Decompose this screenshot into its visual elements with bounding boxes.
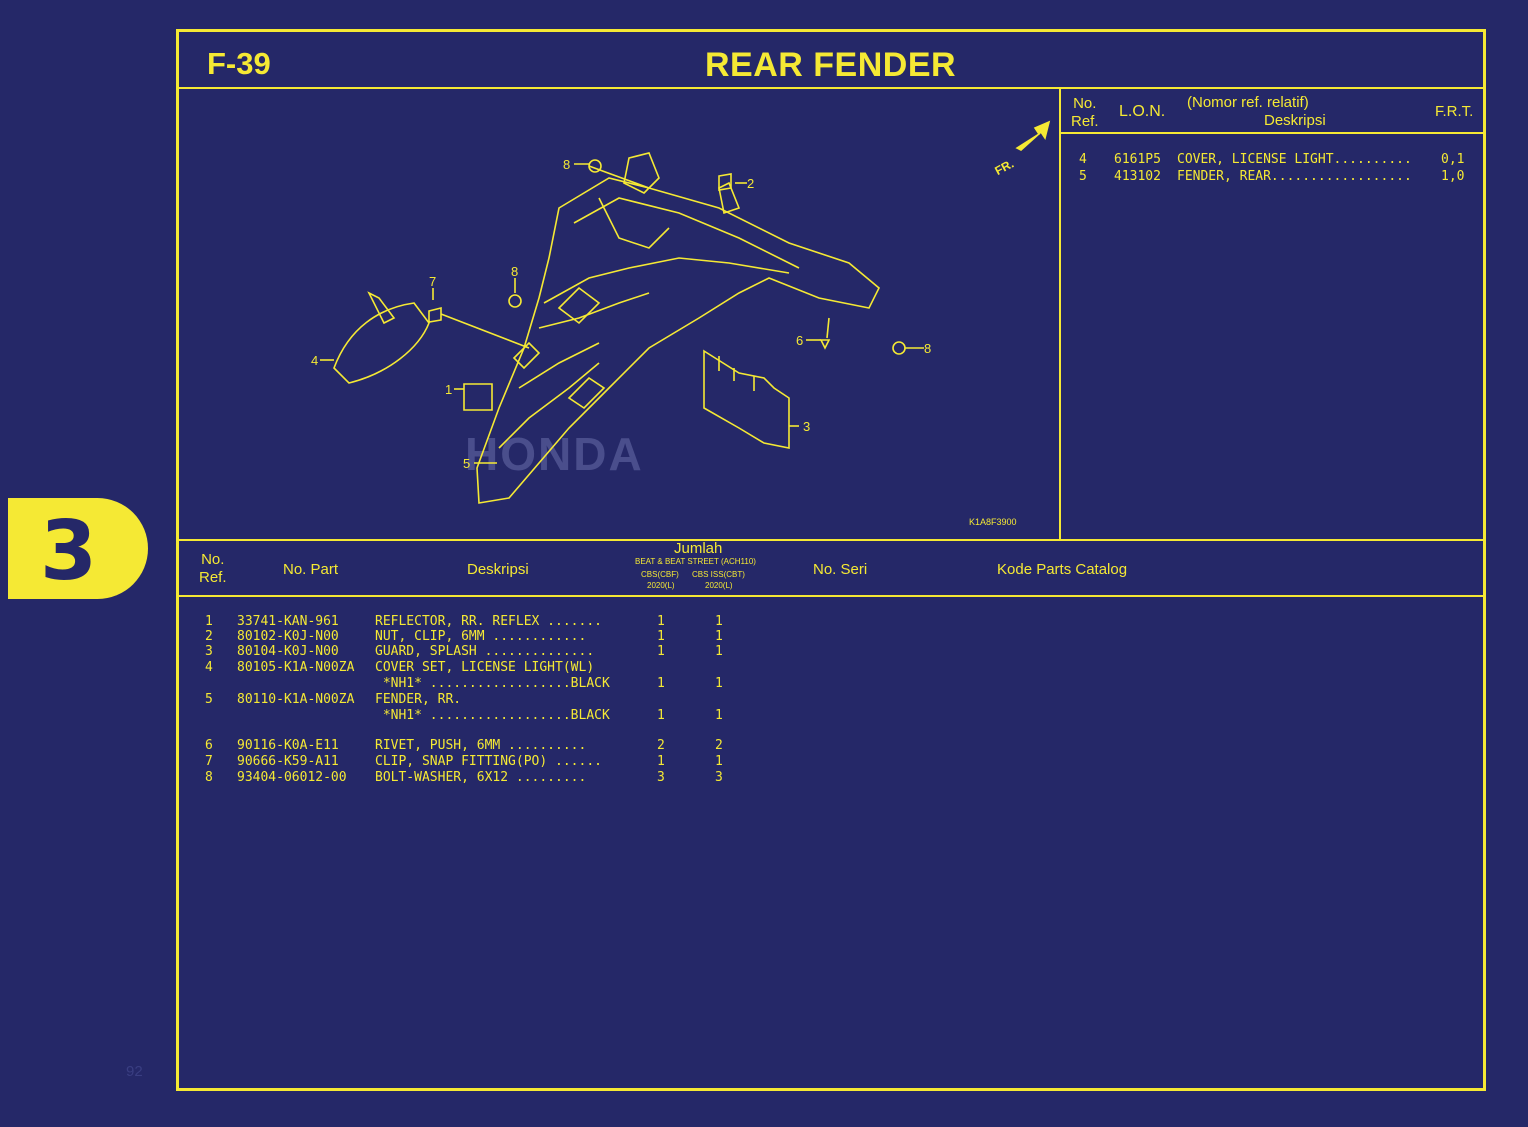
part-ref: 8 [205,770,213,785]
parts-header-year1: 2020(L) [647,581,675,590]
part-ref: 5 [205,692,213,707]
part-desc: CLIP, SNAP FITTING(PO) ...... [375,754,602,769]
part-qty-2: 1 [715,614,723,629]
lon-ref: 4 [1079,152,1087,167]
part-desc: RIVET, PUSH, 6MM .......... [375,738,587,753]
part-qty-1: 1 [657,708,665,723]
parts-header-divider [179,595,1483,597]
part-qty-2: 2 [715,738,723,753]
part-ref: 1 [205,614,213,629]
part-qty-1: 1 [657,644,665,659]
parts-header-kode: Kode Parts Catalog [997,561,1128,578]
svg-text:HONDA: HONDA [465,428,644,480]
part-qty-2: 1 [715,676,723,691]
diagram-code: K1A8F3900 [969,517,1017,527]
part-ref: 3 [205,644,213,659]
lon-desc: COVER, LICENSE LIGHT.......... [1177,152,1412,167]
callout-2: 2 [747,176,754,191]
callout-1: 1 [445,382,452,397]
page-code: F-39 [207,46,271,81]
part-number: 90116-K0A-E11 [237,738,339,753]
part-ref: 2 [205,629,213,644]
callout-4: 4 [311,353,318,368]
diagram-divider [1059,88,1061,539]
callout-7: 7 [429,274,436,289]
part-qty-2: 1 [715,644,723,659]
part-ref: 7 [205,754,213,769]
exploded-diagram: HONDA [311,120,1051,527]
section-tab: 3 [8,498,148,599]
page-title: REAR FENDER [705,46,957,84]
catalog-page-frame: F-39 REAR FENDER HONDA [176,29,1486,1091]
front-direction-label: FR. [992,157,1016,178]
diagram-bottom-divider [179,539,1483,541]
callout-3: 3 [803,419,810,434]
part-qty-1: 2 [657,738,665,753]
part-number: 80110-K1A-N00ZA [237,692,355,707]
part-desc: NUT, CLIP, 6MM ............ [375,629,587,644]
parts-header-col2: CBS ISS(CBT) [692,570,745,579]
callout-8b: 8 [511,264,518,279]
lon-header-frt: F.R.T. [1435,103,1474,120]
part-number: 93404-06012-00 [237,770,347,785]
lon-header-lon: L.O.N. [1119,103,1166,120]
part-number: 33741-KAN-961 [237,614,339,629]
part-desc: *NH1* ..................BLACK [375,676,610,691]
page-number: 92 [126,1063,143,1080]
part-qty-1: 1 [657,629,665,644]
callout-8c: 8 [924,341,931,356]
part-number: 90666-K59-A11 [237,754,339,769]
section-tab-number: 3 [40,504,98,599]
parts-header-no-part: No. Part [283,561,339,578]
lon-ref: 5 [1079,169,1087,184]
part-desc: BOLT-WASHER, 6X12 ......... [375,770,587,785]
header-divider [179,87,1483,89]
part-qty-2: 1 [715,754,723,769]
part-qty-1: 3 [657,770,665,785]
part-qty-2: 1 [715,629,723,644]
callout-5: 5 [463,456,470,471]
part-ref: 4 [205,660,213,675]
part-qty-2: 3 [715,770,723,785]
parts-header-year2: 2020(L) [705,581,733,590]
lon-header-deskripsi: Deskripsi [1264,112,1326,129]
part-desc: GUARD, SPLASH .............. [375,644,595,659]
lon-header-no-ref: No. Ref. [1071,95,1099,130]
lon-frt: 0,1 [1441,152,1465,167]
part-desc: REFLECTOR, RR. REFLEX ....... [375,614,602,629]
part-qty-1: 1 [657,614,665,629]
part-qty-1: 1 [657,754,665,769]
lon-code: 413102 [1114,169,1161,184]
part-number: 80104-K0J-N00 [237,644,339,659]
lon-code: 6161P5 [1114,152,1161,167]
part-number: 80105-K1A-N00ZA [237,660,355,675]
lon-frt: 1,0 [1441,169,1465,184]
parts-header-no-ref: No. Ref. [199,551,227,586]
parts-header-jumlah: Jumlah [674,540,723,557]
parts-header-models: BEAT & BEAT STREET (ACH110) [635,557,756,566]
lon-header-nomor-ref: (Nomor ref. relatif) [1187,94,1309,111]
parts-header-deskripsi: Deskripsi [467,561,529,578]
part-desc: *NH1* ..................BLACK [375,708,610,723]
part-ref: 6 [205,738,213,753]
lon-desc: FENDER, REAR.................. [1177,169,1412,184]
parts-header-col1: CBS(CBF) [641,570,679,579]
parts-header-no-seri: No. Seri [813,561,868,578]
part-qty-1: 1 [657,676,665,691]
callout-6: 6 [796,333,803,348]
lon-header-divider [1059,132,1483,134]
callout-8a: 8 [563,157,570,172]
part-desc: FENDER, RR. [375,692,462,707]
part-qty-2: 1 [715,708,723,723]
part-desc: COVER SET, LICENSE LIGHT(WL) [375,660,595,675]
part-number: 80102-K0J-N00 [237,629,339,644]
